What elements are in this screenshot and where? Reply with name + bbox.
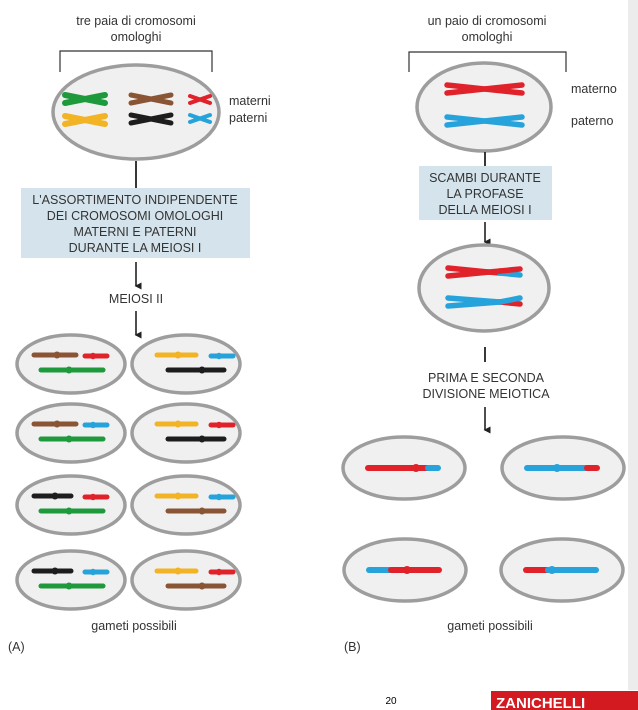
panel-b-box-line1: SCAMBI DURANTE (429, 171, 541, 185)
chromosome-yellow-x (62, 113, 108, 127)
panel-a-box-line4: DURANTE LA MEIOSI I (69, 241, 202, 255)
gamete-cell (499, 537, 625, 603)
panel-a-legend-maternal: materni (229, 94, 271, 108)
chromosome-black-x (128, 112, 174, 126)
panel-a: tre paia di cromosomi omologhi (8, 14, 271, 654)
chromosome-brown-x (128, 92, 174, 106)
gamete-cell (15, 333, 127, 395)
panel-a-info-box (21, 188, 250, 258)
panel-a-caption-line2: omologhi (111, 30, 162, 44)
panel-b-step-line2: DIVISIONE MEIOTICA (422, 387, 550, 401)
chromosome-red-x (188, 94, 212, 105)
panel-b-parent-chromosomes (444, 82, 525, 128)
panel-b-info-box (419, 166, 552, 220)
gamete-cell (15, 402, 127, 464)
panel-a-bracket (59, 50, 213, 72)
panel-b-caption-line2: omologhi (462, 30, 513, 44)
panel-b-box-line3: DELLA MEIOSI I (438, 203, 531, 217)
gamete-cell (130, 549, 242, 611)
gamete-cell (130, 474, 242, 536)
panel-a-legend-paternal: paterni (229, 111, 267, 125)
panel-b-gametes (341, 435, 626, 603)
panel-b-bottom-caption: gameti possibili (447, 619, 532, 633)
chromosome-blue-paternal (444, 114, 525, 128)
panel-b-legend-paternal: paterno (571, 114, 613, 128)
chromosome-green-x (62, 92, 108, 106)
gamete-cell (130, 333, 242, 395)
panel-b-parent-cell (415, 61, 553, 153)
panel-b-step-line1: PRIMA E SECONDA (428, 371, 545, 385)
panel-b-crossover-cell (417, 243, 551, 333)
publisher-logo: ZANICHELLI (491, 691, 638, 710)
chromosome-blue-x (188, 113, 212, 124)
panel-b-bracket (408, 51, 567, 72)
panel-a-box-line2: DEI CROMOSOMI OMOLOGHI (47, 209, 223, 223)
panel-b-legend-maternal: materno (571, 82, 617, 96)
gamete-cell (342, 537, 468, 603)
publisher-logo-text: ZANICHELLI (496, 695, 585, 710)
panel-b-recombinant-chromosomes (445, 265, 523, 309)
panel-a-bottom-caption: gameti possibili (91, 619, 176, 633)
gamete-cell (15, 474, 127, 536)
panel-b-label: (B) (344, 640, 361, 654)
gamete-cell (130, 402, 242, 464)
gamete-cell (341, 435, 467, 501)
panel-a-parent-chromosomes (62, 92, 212, 127)
page-number: 20 (385, 696, 397, 707)
panel-b: un paio di cromosomi omologhi materno pa… (341, 14, 626, 654)
page-edge-shadow (628, 0, 638, 690)
panel-a-label: (A) (8, 640, 25, 654)
panel-b-caption-line1: un paio di cromosomi (428, 14, 547, 28)
panel-a-parent-cell (51, 63, 221, 161)
panel-a-box-line3: MATERNI E PATERNI (74, 225, 197, 239)
gamete-cell (15, 549, 127, 611)
chromosome-red-maternal (444, 82, 525, 96)
panel-a-box-line1: L'ASSORTIMENTO INDIPENDENTE (32, 193, 237, 207)
panel-a-gametes (15, 333, 242, 611)
gamete-cell (500, 435, 626, 501)
panel-a-step-label: MEIOSI II (109, 292, 163, 306)
panel-a-caption-line1: tre paia di cromosomi (76, 14, 196, 28)
panel-b-box-line2: LA PROFASE (446, 187, 523, 201)
